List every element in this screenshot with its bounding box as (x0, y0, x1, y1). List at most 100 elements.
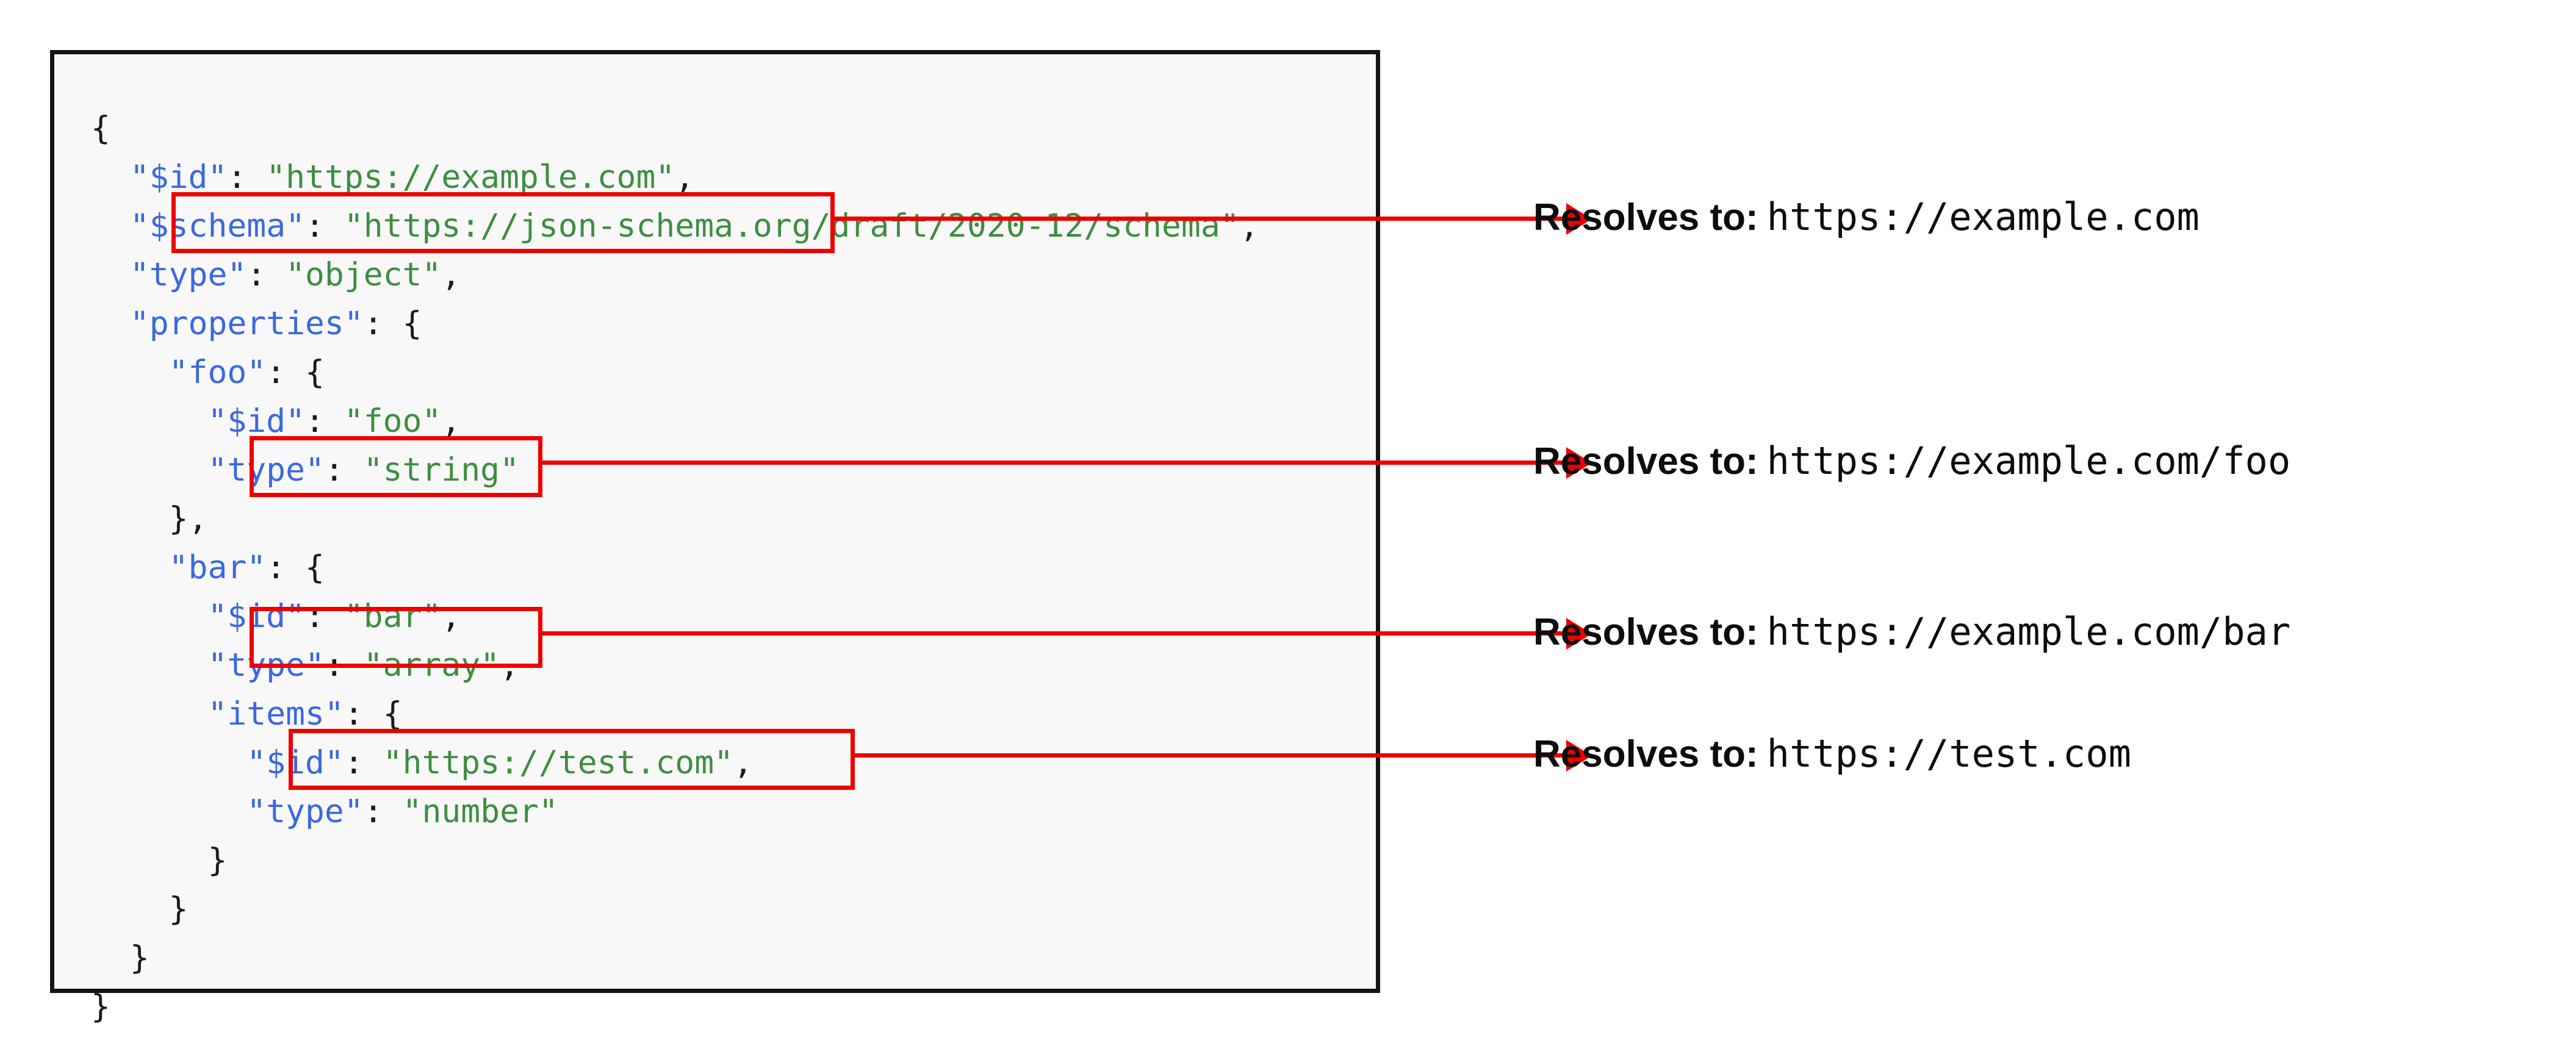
json-string: "foo" (344, 403, 442, 440)
json-punctuation: : (344, 744, 383, 781)
json-string: "object" (286, 256, 442, 293)
arrow-to-example-com-head (1566, 203, 1592, 235)
json-string: "https://json-schema.org/draft/2020-12/s… (344, 207, 1240, 245)
resolved-url-value: https://example.com/bar (1766, 609, 2291, 654)
code-line: "type": "string" (91, 446, 1259, 495)
json-punctuation: : (227, 159, 267, 196)
json-key: "type" (129, 256, 247, 293)
json-punctuation: } (168, 891, 189, 928)
json-punctuation: : { (266, 549, 325, 586)
arrow-to-example-com-line (830, 217, 1566, 221)
resolves-to-label: Resolves to: (1533, 196, 1758, 238)
json-key: "bar" (168, 549, 267, 586)
resolved-url-value: https://example.com/foo (1766, 439, 2291, 483)
json-punctuation: : (305, 598, 344, 635)
code-indent (91, 500, 169, 537)
code-line: "bar": { (91, 543, 1259, 592)
resolved-url-value: https://test.com (1766, 731, 2131, 776)
code-line: "foo": { (91, 348, 1259, 397)
json-punctuation: : { (266, 354, 325, 391)
json-key: "type" (246, 793, 364, 830)
code-line: "$id": "bar", (91, 592, 1259, 641)
annotation-example-com-foo: Resolves to:https://example.com/foo (1533, 442, 2290, 481)
code-line: "items": { (91, 690, 1259, 739)
json-punctuation: : (246, 256, 286, 293)
annotation-example-com-bar: Resolves to:https://example.com/bar (1533, 613, 2290, 651)
code-line: "$id": "foo", (91, 397, 1259, 446)
json-punctuation: , (441, 403, 461, 440)
resolves-to-label: Resolves to: (1533, 733, 1758, 775)
code-indent (91, 598, 207, 635)
code-listing: { "$id": "https://example.com", "$schema… (91, 104, 1259, 1031)
code-indent (91, 939, 130, 977)
code-indent (91, 159, 130, 196)
code-indent (91, 744, 246, 781)
json-punctuation: : { (363, 305, 422, 342)
json-punctuation: } (207, 842, 228, 879)
arrow-to-test-com-head (1566, 740, 1592, 772)
code-line: } (91, 983, 1259, 1031)
arrow-to-example-com-foo-head (1566, 447, 1592, 479)
code-indent (91, 256, 130, 293)
json-key: "$id" (207, 403, 305, 440)
json-punctuation: : (324, 451, 364, 489)
code-line: "$id": "https://test.com", (91, 739, 1259, 787)
json-punctuation: : (363, 793, 403, 830)
json-punctuation: } (129, 939, 149, 977)
code-line: { (91, 104, 1259, 153)
code-indent (91, 549, 169, 586)
code-line: "type": "number" (91, 787, 1259, 836)
code-line: } (91, 934, 1259, 983)
json-string: "bar" (344, 598, 442, 635)
json-punctuation: , (441, 256, 461, 293)
code-line: } (91, 885, 1259, 934)
code-indent (91, 403, 207, 440)
json-punctuation: : (324, 647, 364, 684)
json-punctuation: }, (168, 500, 208, 537)
json-key: "items" (207, 695, 344, 733)
json-punctuation: : { (344, 695, 403, 733)
resolved-url-value: https://example.com (1766, 195, 2200, 239)
json-key: "$id" (207, 598, 305, 635)
code-indent (91, 451, 207, 489)
json-punctuation: : (305, 207, 344, 245)
code-indent (91, 305, 130, 342)
json-punctuation: { (91, 110, 110, 147)
arrow-to-test-com-line (851, 753, 1566, 758)
json-code-panel: { "$id": "https://example.com", "$schema… (50, 50, 1380, 1025)
annotation-example-com: Resolves to:https://example.com (1533, 198, 2200, 237)
json-punctuation: } (91, 988, 110, 1025)
json-key: "$id" (246, 744, 344, 781)
code-line: "type": "object", (91, 251, 1259, 299)
json-punctuation: , (733, 744, 753, 781)
json-key: "type" (207, 647, 325, 684)
json-key: "type" (207, 451, 325, 489)
json-punctuation: , (500, 647, 520, 684)
arrow-to-example-com-foo-line (538, 461, 1566, 465)
arrow-to-example-com-bar-head (1566, 618, 1592, 650)
json-string: "https://example.com" (266, 159, 675, 196)
json-punctuation: , (441, 598, 461, 635)
code-line: "type": "array", (91, 641, 1259, 690)
code-line: "$schema": "https://json-schema.org/draf… (91, 202, 1259, 251)
code-indent (91, 647, 207, 684)
code-indent (91, 842, 207, 879)
json-key: "properties" (129, 305, 364, 342)
code-indent (91, 891, 169, 928)
json-punctuation: : (305, 403, 344, 440)
arrow-to-example-com-bar-line (538, 631, 1566, 636)
json-key: "$id" (129, 159, 228, 196)
json-key: "$schema" (129, 207, 306, 245)
json-string: "string" (363, 451, 520, 489)
resolves-to-label: Resolves to: (1533, 440, 1758, 482)
resolves-to-label: Resolves to: (1533, 611, 1758, 653)
json-string: "https://test.com" (383, 744, 734, 781)
code-indent (91, 354, 169, 391)
code-line: "properties": { (91, 299, 1259, 348)
json-key: "foo" (168, 354, 267, 391)
json-punctuation: , (1239, 207, 1259, 245)
code-line: "$id": "https://example.com", (91, 153, 1259, 202)
json-string: "array" (363, 647, 500, 684)
code-indent (91, 207, 130, 245)
code-line: }, (91, 495, 1259, 543)
